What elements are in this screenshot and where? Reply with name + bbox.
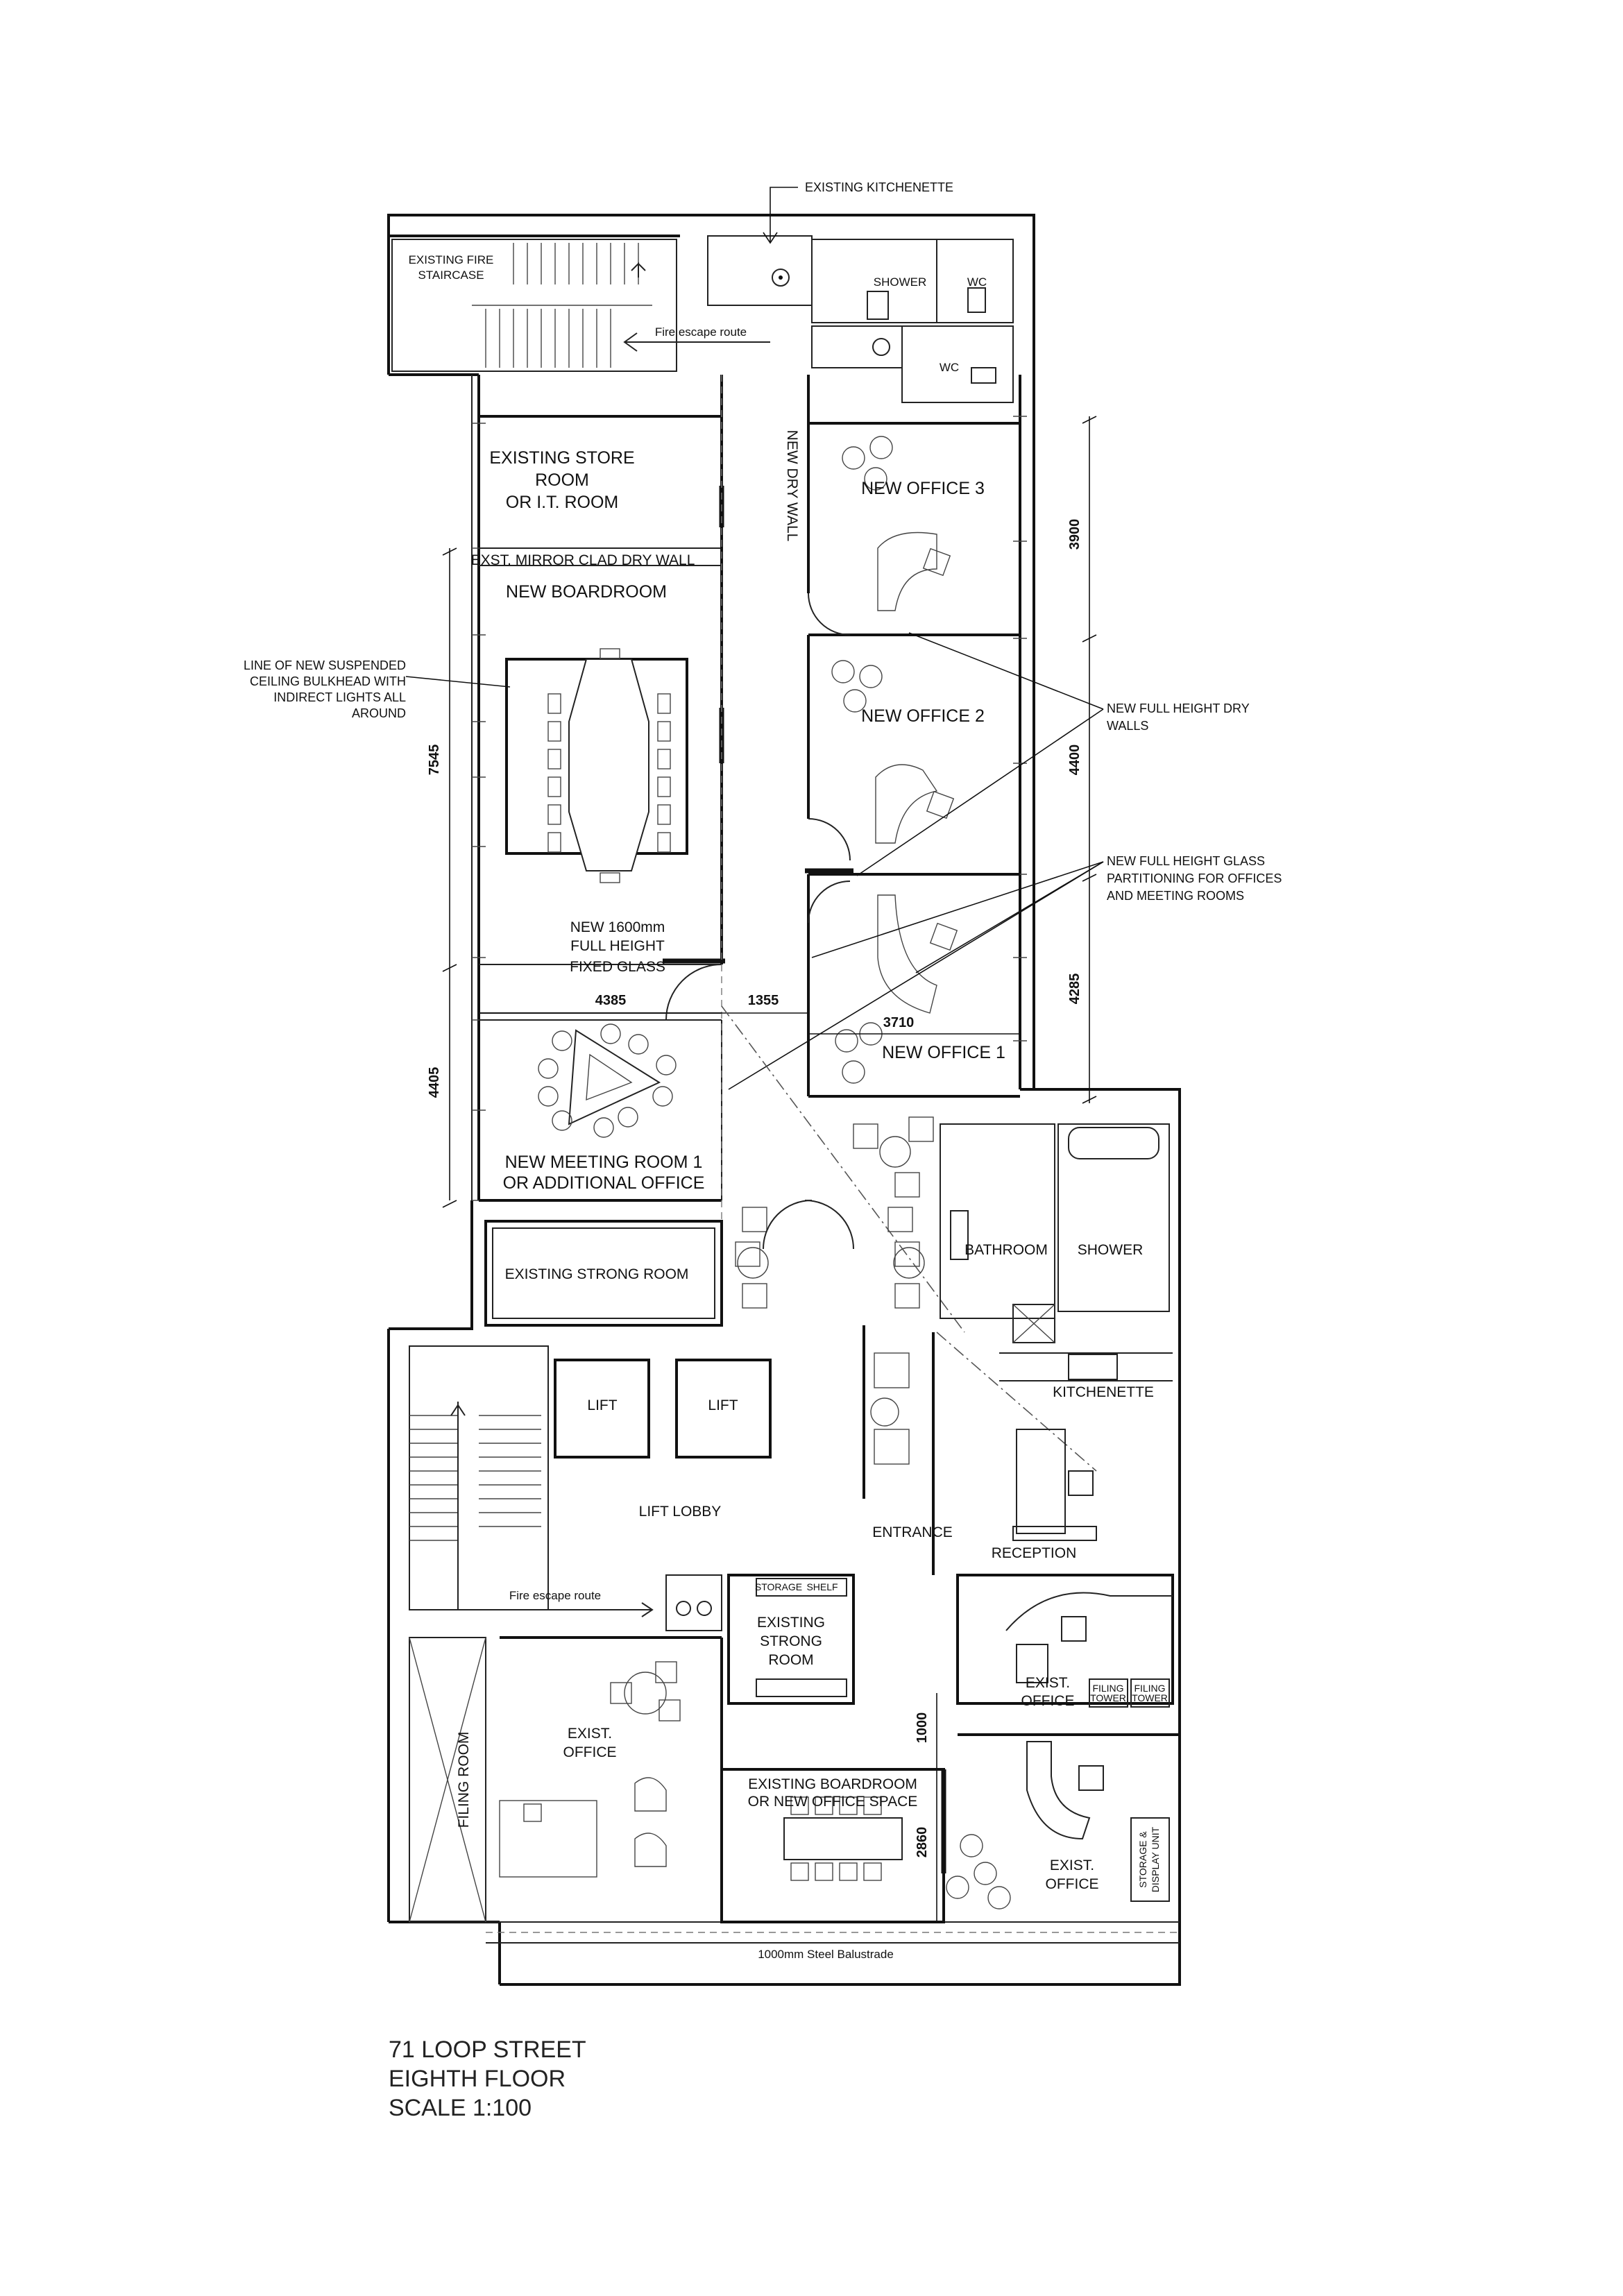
store-room-label-2: ROOM xyxy=(535,470,589,490)
exist-office-right: FILING TOWER FILING TOWER EXIST. OFFICE xyxy=(956,1574,1174,1709)
display-unit-label-1: STORAGE & xyxy=(1137,1831,1148,1888)
glasspart-note-2: PARTITIONING FOR OFFICES xyxy=(1107,871,1282,885)
shower-right-label: SHOWER xyxy=(1078,1242,1144,1258)
dim-3900: 3900 xyxy=(1067,519,1082,550)
waiting-area xyxy=(721,1005,1097,1472)
bathroom-label: BATHROOM xyxy=(965,1242,1048,1258)
fire-staircase-top: EXISTING FIRE STAIRCASE Fire escape rout… xyxy=(391,239,770,372)
office-3-label: NEW OFFICE 3 xyxy=(861,479,985,498)
dim-3710: 3710 xyxy=(883,1015,915,1030)
dim-1355: 1355 xyxy=(748,993,779,1008)
dim-4285: 4285 xyxy=(1067,973,1082,1005)
drywall-note-1: NEW FULL HEIGHT DRY xyxy=(1107,701,1250,715)
dim-7545: 7545 xyxy=(427,745,442,776)
strong-room-top-label: EXISTING STRONG ROOM xyxy=(505,1266,689,1282)
kitchenette-top-note: EXISTING KITCHENETTE xyxy=(805,180,953,194)
boardroom-label: NEW BOARDROOM xyxy=(506,582,667,602)
filing-room-label: FILING ROOM xyxy=(456,1732,472,1828)
storage-shelf-1-label: STORAGE xyxy=(755,1581,802,1592)
fire-escape-route-bottom: Fire escape route xyxy=(509,1589,601,1602)
shower-top-label: SHOWER xyxy=(874,275,927,289)
title-line-2: EIGHTH FLOOR xyxy=(389,2066,566,2092)
lift-1-label: LIFT xyxy=(587,1397,617,1413)
strong-room-mid-label-1: EXISTING xyxy=(757,1615,825,1631)
exist-office-bottom-right: STORAGE & DISPLAY UNIT EXIST. OFFICE xyxy=(946,1733,1180,1910)
bulkhead-note-4: AROUND xyxy=(352,706,406,720)
entrance-label: ENTRANCE xyxy=(872,1524,953,1540)
dim-1000: 1000 xyxy=(915,1712,930,1744)
filing-tower-2b-label: TOWER xyxy=(1132,1692,1168,1703)
exist-office-br-label-2: OFFICE xyxy=(1046,1876,1099,1892)
store-room-label-1: EXISTING STORE xyxy=(489,448,634,468)
wet-core-top: SHOWER WC WC EXISTING KITCHENETTE xyxy=(707,180,1014,403)
exist-office-right-label-1: EXIST. xyxy=(1026,1675,1070,1691)
storage-shelf-2-label: SHELF xyxy=(806,1581,838,1592)
balustrade: 1000mm Steel Balustrade xyxy=(758,1948,894,1961)
fire-staircase-label: EXISTING FIRE xyxy=(409,253,494,266)
title-line-3: SCALE 1:100 xyxy=(389,2095,532,2121)
existing-boardroom-label-1: EXISTING BOARDROOM xyxy=(748,1776,917,1792)
wc-1-label: WC xyxy=(967,275,987,289)
title-block: 71 LOOP STREET EIGHTH FLOOR SCALE 1:100 xyxy=(389,2036,586,2121)
left-column-rooms: EXISTING STORE ROOM OR I.T. ROOM EXST. M… xyxy=(471,375,725,1202)
glass-label-2: FULL HEIGHT xyxy=(570,938,665,954)
fire-staircase-label-2: STAIRCASE xyxy=(418,269,484,282)
annotations: LINE OF NEW SUSPENDED CEILING BULKHEAD W… xyxy=(244,632,1282,1090)
strong-room-mid-label-3: ROOM xyxy=(768,1652,813,1668)
corridor: NEW DRY WALL xyxy=(721,375,810,1318)
meeting-room-label-1: NEW MEETING ROOM 1 xyxy=(505,1153,703,1172)
building-shell xyxy=(387,214,1181,1986)
dim-4385: 4385 xyxy=(595,993,627,1008)
lift-lobby-label: LIFT LOBBY xyxy=(639,1504,722,1520)
lift-2-label: LIFT xyxy=(708,1397,738,1413)
strong-room-middle: STORAGE SHELF EXISTING STRONG ROOM xyxy=(665,1574,855,1705)
exist-office-right-label-2: OFFICE xyxy=(1021,1693,1075,1709)
reception-label: RECEPTION xyxy=(992,1545,1077,1561)
dry-wall-vertical-label: NEW DRY WALL xyxy=(784,430,800,542)
title-line-1: 71 LOOP STREET xyxy=(389,2036,586,2063)
strong-room-lifts: EXISTING STRONG ROOM LIFT LIFT LIFT LOBB… xyxy=(409,1220,772,1617)
display-unit-label-2: DISPLAY UNIT xyxy=(1150,1826,1161,1892)
balustrade-label: 1000mm Steel Balustrade xyxy=(758,1948,894,1961)
filing-tower-1-label: FILING xyxy=(1092,1683,1123,1694)
mirror-wall-label: EXST. MIRROR CLAD DRY WALL xyxy=(471,552,695,568)
entrance-reception: ENTRANCE RECEPTION KITCHENETTE BATHROOM … xyxy=(863,1123,1173,1575)
office-1-label: NEW OFFICE 1 xyxy=(882,1043,1005,1062)
exist-office-br-label-1: EXIST. xyxy=(1050,1857,1094,1873)
glasspart-note-1: NEW FULL HEIGHT GLASS xyxy=(1107,854,1265,868)
dim-4405: 4405 xyxy=(427,1067,442,1098)
filing-tower-2-label: FILING xyxy=(1134,1683,1165,1694)
drywall-note-2: WALLS xyxy=(1107,719,1148,733)
glass-label-3: FIXED GLASS xyxy=(570,959,665,975)
store-room-label-3: OR I.T. ROOM xyxy=(506,493,619,512)
wc-2-label: WC xyxy=(940,361,959,374)
dimension-lines: 3900 4400 4285 7545 4405 4385 1355 3710 … xyxy=(427,416,1097,1922)
existing-boardroom-label-2: OR NEW OFFICE SPACE xyxy=(748,1794,918,1810)
new-offices: NEW OFFICE 3 NEW OFFICE 2 NEW OFFICE 1 xyxy=(805,422,1020,1098)
exist-office-left: FILING ROOM EXIST. OFFICE xyxy=(409,1636,723,1923)
kitchenette-label: KITCHENETTE xyxy=(1053,1384,1154,1400)
bulkhead-note-2: CEILING BULKHEAD WITH xyxy=(250,674,406,688)
bulkhead-note-3: INDIRECT LIGHTS ALL xyxy=(273,690,406,704)
glasspart-note-3: AND MEETING ROOMS xyxy=(1107,889,1244,903)
strong-room-mid-label-2: STRONG xyxy=(760,1633,822,1649)
meeting-room-label-2: OR ADDITIONAL OFFICE xyxy=(503,1173,705,1193)
office-2-label: NEW OFFICE 2 xyxy=(861,706,985,726)
glass-label-1: NEW 1600mm xyxy=(570,919,665,935)
bulkhead-note-1: LINE OF NEW SUSPENDED xyxy=(244,658,406,672)
filing-tower-1b-label: TOWER xyxy=(1090,1692,1126,1703)
existing-boardroom: EXISTING BOARDROOM OR NEW OFFICE SPACE xyxy=(720,1768,946,1923)
dim-2860: 2860 xyxy=(915,1827,930,1858)
exist-office-left-label-2: OFFICE xyxy=(563,1744,617,1760)
exist-office-left-label-1: EXIST. xyxy=(568,1726,612,1742)
dim-4400: 4400 xyxy=(1067,745,1082,776)
fire-escape-route-top: Fire escape route xyxy=(655,325,747,339)
